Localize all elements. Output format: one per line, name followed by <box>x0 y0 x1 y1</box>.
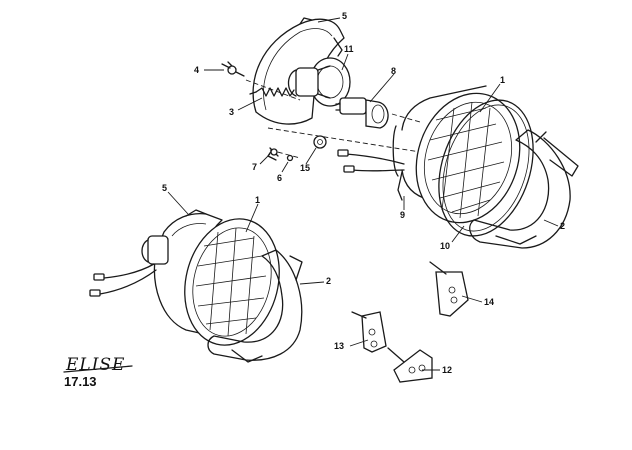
callout-15: 15 <box>300 163 310 173</box>
retaining-ring <box>438 99 534 237</box>
model-branding: ELISE 17.13 <box>63 355 133 389</box>
callout-2-right: 2 <box>560 221 565 231</box>
halogen-bulb <box>335 97 389 129</box>
trim-rim-lower <box>207 249 303 363</box>
bulb-holder <box>287 57 351 107</box>
nut <box>286 154 294 162</box>
callout-4: 4 <box>194 65 199 75</box>
bracket-14 <box>429 261 469 317</box>
model-name: ELISE <box>65 355 125 375</box>
callout-13: 13 <box>334 341 344 351</box>
headlamp-unit-upper <box>392 85 521 224</box>
bulb-holder-lower <box>141 235 169 265</box>
callout-14: 14 <box>484 297 494 307</box>
wiring-lower <box>89 263 157 297</box>
bracket-12 <box>387 347 433 383</box>
callout-8: 8 <box>391 66 396 76</box>
leader-lines <box>167 17 559 371</box>
callout-11: 11 <box>344 44 354 54</box>
callout-12: 12 <box>442 365 452 375</box>
callout-6: 6 <box>277 173 282 183</box>
grommet <box>313 135 327 149</box>
callout-7: 7 <box>252 162 257 172</box>
callout-5-left: 5 <box>162 183 167 193</box>
headlamp-unit-lower <box>184 218 280 346</box>
callout-1-top: 1 <box>500 75 505 85</box>
wing-nut <box>221 61 245 77</box>
callout-3: 3 <box>229 107 234 117</box>
callout-10: 10 <box>440 241 450 251</box>
callout-2-left: 2 <box>326 276 331 286</box>
adjuster-spring <box>249 87 295 97</box>
bracket-13 <box>351 311 387 353</box>
callout-1-left: 1 <box>255 195 260 205</box>
alignment-lines <box>245 79 421 159</box>
wiring-upper <box>337 149 405 201</box>
diagram-reference: 17.13 <box>64 374 97 389</box>
callout-5-top: 5 <box>342 11 347 21</box>
callout-9: 9 <box>400 210 405 220</box>
callout-labels: 5 4 3 11 8 1 7 6 15 9 10 2 5 1 2 14 13 1… <box>162 11 565 375</box>
trim-rim-upper <box>469 129 579 249</box>
